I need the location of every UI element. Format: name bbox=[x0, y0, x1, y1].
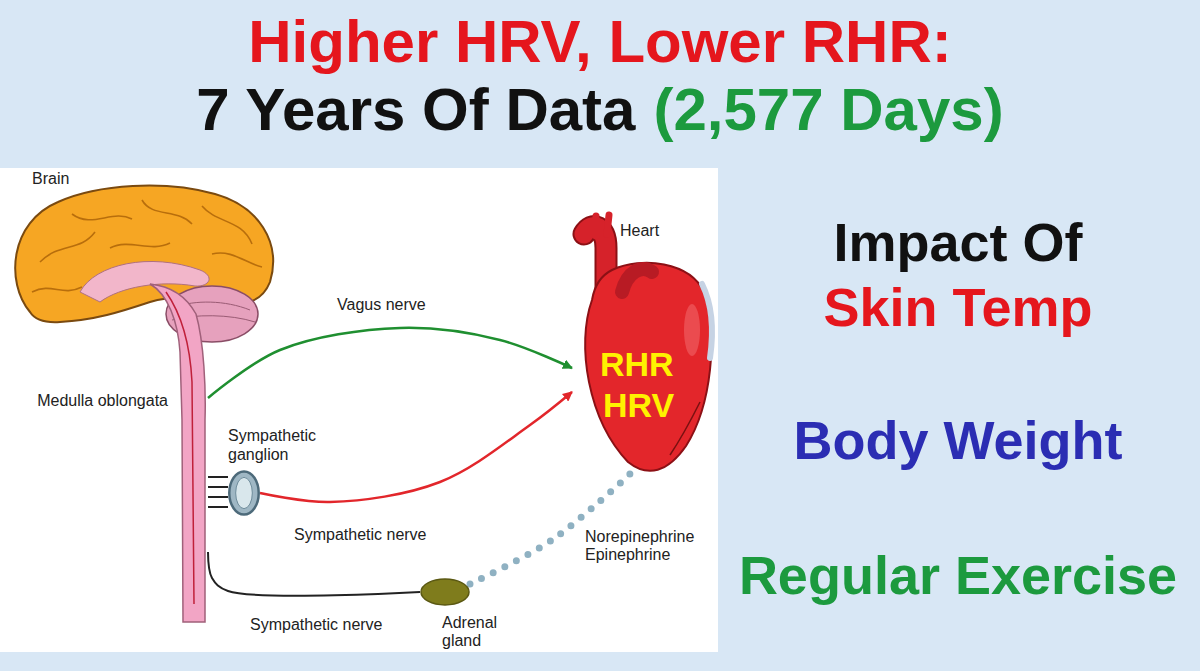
ganglion-node: Sympathetic ganglion bbox=[228, 470, 260, 516]
subtitle-text: 7 Years Of Data bbox=[196, 80, 635, 140]
adrenal-outline bbox=[420, 578, 470, 606]
part-label: Sympathetic ganglion bbox=[228, 427, 328, 464]
vagus-nerve-line bbox=[208, 328, 572, 398]
white-panel bbox=[0, 168, 718, 652]
nerve-label: Vagus nerve bbox=[335, 296, 428, 314]
subtitle-row: 7 Years Of Data (2,577 Days) bbox=[0, 80, 1200, 140]
ganglion-ring bbox=[229, 471, 258, 514]
spinal-cord: Medulla oblongata bbox=[176, 330, 208, 620]
metric-label: RHR bbox=[600, 347, 674, 381]
artery-branch bbox=[593, 216, 600, 236]
central-canal bbox=[166, 292, 194, 604]
adrenal-nerve-line bbox=[208, 552, 420, 596]
heart-node: HeartRHR HRV bbox=[572, 212, 720, 474]
factor-label: Skin Temp bbox=[718, 280, 1198, 334]
gyrus-line bbox=[212, 253, 262, 267]
ganglion-link-lines bbox=[208, 477, 228, 507]
subtitle-text: (2,577 Days) bbox=[653, 80, 1003, 140]
coronary-vessel bbox=[670, 402, 700, 455]
part-label: Brain bbox=[32, 170, 69, 188]
gyrus-line bbox=[72, 214, 132, 220]
ganglion-outline bbox=[228, 470, 260, 516]
nerve-label: Norepinephrine Epinephrine bbox=[583, 528, 707, 565]
heart-illustration bbox=[584, 215, 712, 471]
adrenal-gland: Adrenal gland bbox=[420, 578, 470, 606]
metric-label: HRV bbox=[603, 388, 674, 422]
gyrus-line bbox=[110, 243, 170, 248]
nerve-label: Sympathetic nerve bbox=[292, 526, 429, 544]
adrenal-shape bbox=[421, 579, 469, 605]
ganglion-core bbox=[236, 477, 253, 508]
side-heading: Impact Of bbox=[718, 215, 1198, 269]
vena-cava bbox=[702, 284, 712, 358]
gyrus-line bbox=[142, 200, 192, 224]
factor-label: Regular Exercise bbox=[718, 548, 1198, 602]
heart-gloss bbox=[684, 304, 700, 356]
pulmonary-artery bbox=[622, 269, 652, 292]
factor-label: Body Weight bbox=[718, 413, 1198, 467]
heart-body bbox=[585, 263, 711, 471]
artery-branch bbox=[607, 215, 609, 234]
part-label: Heart bbox=[620, 222, 659, 240]
nerve-label: Sympathetic nerve bbox=[248, 616, 385, 634]
brainstem-spinal-cord bbox=[150, 284, 205, 622]
part-label: Adrenal gland bbox=[442, 614, 522, 651]
gyrus-line bbox=[202, 206, 252, 244]
gyrus-line bbox=[40, 232, 95, 262]
part-label: Medulla oblongata bbox=[37, 392, 168, 410]
gyrus-line bbox=[32, 287, 82, 292]
title-text: Higher HRV, Lower RHR: bbox=[0, 12, 1200, 72]
sympathetic-nerve-line bbox=[260, 392, 572, 502]
